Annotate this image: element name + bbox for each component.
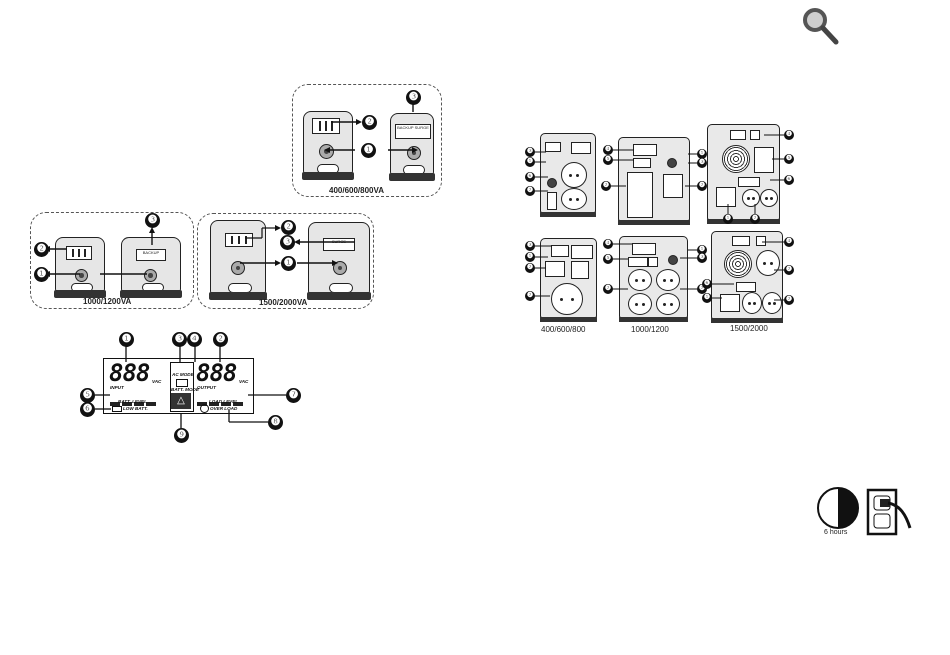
wall-outlet-plug-icon bbox=[0, 0, 950, 655]
